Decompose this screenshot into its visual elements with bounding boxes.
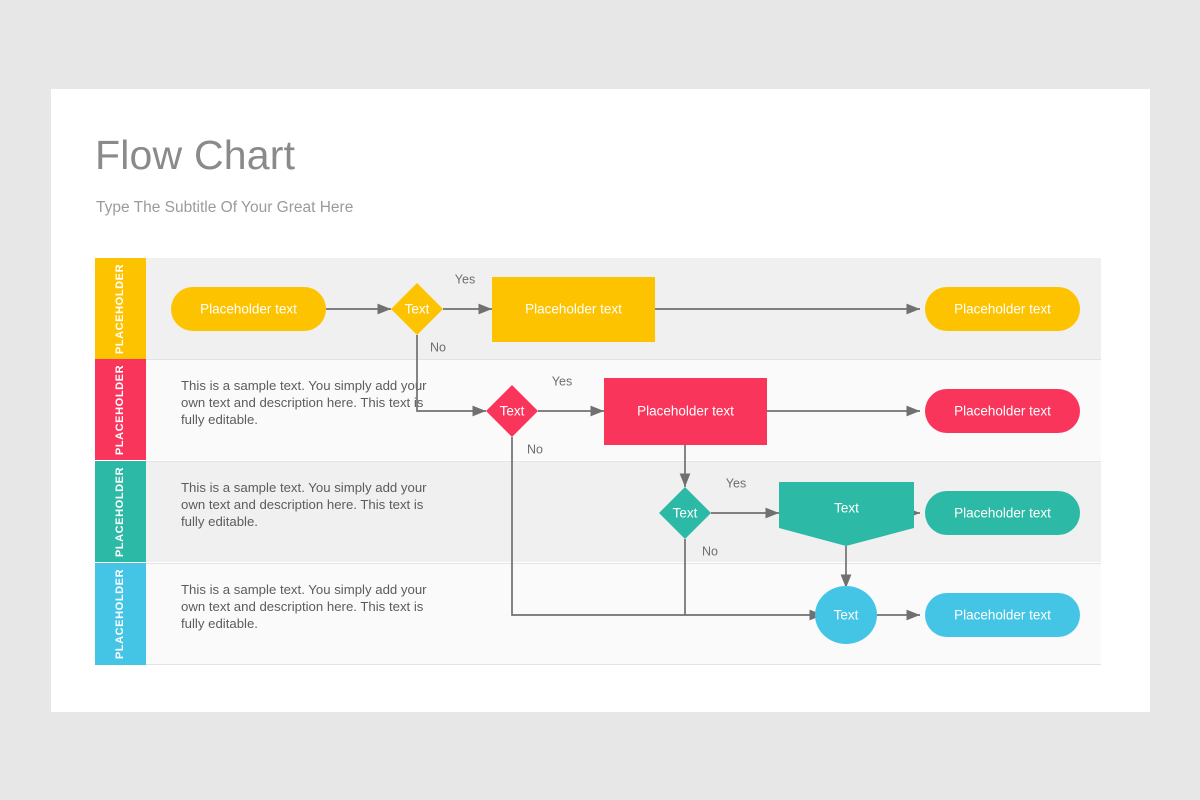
node-r1-decision-label: Text — [405, 302, 430, 317]
page-subtitle: Type The Subtitle Of Your Great Here — [96, 199, 354, 216]
node-r1-start-pill[interactable] — [171, 287, 326, 331]
branch-label-r1-no: No — [430, 340, 446, 354]
row-divider — [95, 461, 1101, 462]
node-r1-end-pill[interactable] — [925, 287, 1080, 331]
connector-r2-no — [511, 437, 823, 621]
branch-label-r2-yes: Yes — [552, 374, 572, 388]
flow-chart-table: PLACEHOLDER PLACEHOLDER PLACEHOLDER PLAC… — [95, 258, 1101, 665]
side-tab-row-2[interactable]: PLACEHOLDER — [95, 359, 146, 460]
node-r3-decision-label: Text — [673, 506, 698, 521]
row-divider — [95, 664, 1101, 665]
node-r4-circle-label: Text — [834, 608, 859, 623]
node-r3-pentagon-label: Text — [834, 501, 859, 516]
flow-diagram-canvas: Placeholder text Text Placeholder text P… — [171, 272, 1080, 644]
node-r1-decision-diamond[interactable] — [391, 283, 443, 335]
node-r3-end-pill[interactable] — [925, 491, 1080, 535]
node-r1-process-label: Placeholder text — [525, 302, 622, 317]
node-r2-process-rect[interactable] — [604, 378, 767, 445]
node-r2-decision-label: Text — [500, 404, 525, 419]
side-tab-row-4[interactable]: PLACEHOLDER — [95, 563, 146, 665]
branch-label-r1-yes: Yes — [455, 272, 475, 286]
node-r2-process-label: Placeholder text — [637, 404, 734, 419]
node-r1-start-pill-label: Placeholder text — [200, 302, 297, 317]
side-tab-row-1[interactable]: PLACEHOLDER — [95, 258, 146, 359]
branch-label-r3-no: No — [702, 544, 718, 558]
node-r3-decision-diamond[interactable] — [659, 487, 711, 539]
node-r2-decision-diamond[interactable] — [486, 385, 538, 437]
row-divider — [95, 563, 1101, 564]
row-divider — [95, 359, 1101, 360]
node-r2-end-pill-label: Placeholder text — [954, 404, 1051, 419]
branch-label-r3-yes: Yes — [726, 476, 746, 490]
row-description-3: This is a sample text. You simply add yo… — [181, 480, 427, 529]
node-r4-end-pill[interactable] — [925, 593, 1080, 637]
node-r2-end-pill[interactable] — [925, 389, 1080, 433]
page-title: Flow Chart — [95, 132, 296, 178]
node-r4-end-pill-label: Placeholder text — [954, 608, 1051, 623]
row-description-4: This is a sample text. You simply add yo… — [181, 582, 427, 631]
slide-panel: Flow Chart Type The Subtitle Of Your Gre… — [51, 89, 1150, 712]
node-r3-pentagon[interactable] — [779, 482, 914, 546]
branch-label-r2-no: No — [527, 442, 543, 456]
side-tab-row-3[interactable]: PLACEHOLDER — [95, 461, 146, 562]
row-description-2: This is a sample text. You simply add yo… — [181, 378, 427, 427]
node-r1-end-pill-label: Placeholder text — [954, 302, 1051, 317]
node-r1-process-rect[interactable] — [492, 277, 655, 342]
node-r4-circle[interactable] — [815, 586, 877, 644]
connector-r1-no — [416, 335, 486, 417]
node-r3-end-pill-label: Placeholder text — [954, 506, 1051, 521]
